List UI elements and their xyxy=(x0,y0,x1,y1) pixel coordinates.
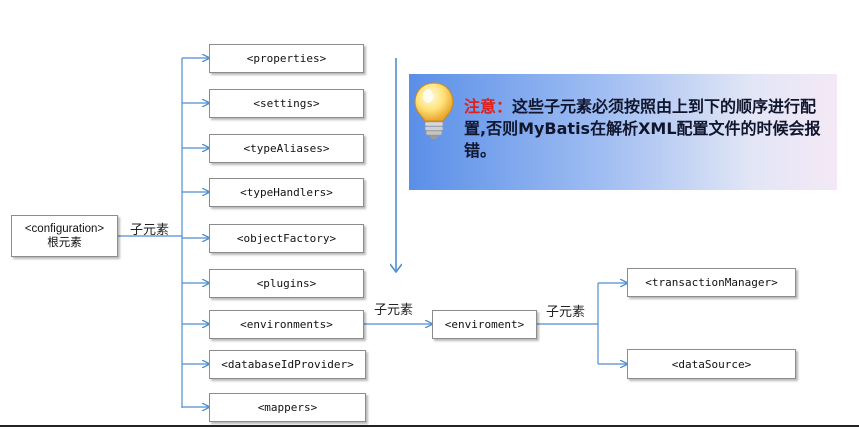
note-body: 这些子元素必须按照由上到下的顺序进行配置,否则MyBatis在解析XML配置文件… xyxy=(464,97,821,160)
environment-edge-label: 子元素 xyxy=(546,305,586,320)
objectfactory-label: <objectFactory> xyxy=(236,232,337,245)
databaseidprovider-label: <databaseIdProvider> xyxy=(221,358,354,371)
environments-edge-label: 子元素 xyxy=(374,303,414,318)
plugins-label: <plugins> xyxy=(256,277,317,290)
lightbulb-icon xyxy=(414,82,454,139)
environments-box: <environments> xyxy=(209,310,364,339)
properties-box: <properties> xyxy=(209,44,364,73)
note-panel xyxy=(409,74,837,190)
note-title: 注意： xyxy=(464,97,513,116)
typealiases-box: <typeAliases> xyxy=(209,134,364,163)
root-tag: <configuration> xyxy=(24,223,105,235)
transactionmanager-label: <transactionManager> xyxy=(645,276,778,289)
environment-label: <enviroment> xyxy=(444,318,525,331)
properties-label: <properties> xyxy=(246,52,327,65)
note-text: 注意：这些子元素必须按照由上到下的顺序进行配置,否则MyBatis在解析XML配… xyxy=(464,96,824,162)
root-caption: 根元素 xyxy=(47,237,82,249)
typehandlers-label: <typeHandlers> xyxy=(240,186,333,199)
mappers-box: <mappers> xyxy=(209,393,366,422)
typehandlers-box: <typeHandlers> xyxy=(209,178,364,207)
settings-box: <settings> xyxy=(209,89,364,118)
objectfactory-box: <objectFactory> xyxy=(209,224,364,253)
typealiases-label: <typeAliases> xyxy=(243,142,330,155)
environment-box: <enviroment> xyxy=(432,310,537,339)
settings-label: <settings> xyxy=(253,97,320,110)
root-edge-label: 子元素 xyxy=(130,223,170,238)
datasource-label: <dataSource> xyxy=(671,357,752,371)
environments-label: <environments> xyxy=(240,318,333,331)
bottom-rule xyxy=(0,425,859,427)
plugins-box: <plugins> xyxy=(209,269,364,298)
datasource-box: <dataSource> xyxy=(627,349,796,379)
databaseidprovider-box: <databaseIdProvider> xyxy=(209,350,366,379)
configuration-root-box: <configuration> 根元素 xyxy=(11,215,118,257)
mappers-label: <mappers> xyxy=(257,401,318,414)
transactionmanager-box: <transactionManager> xyxy=(627,268,796,297)
